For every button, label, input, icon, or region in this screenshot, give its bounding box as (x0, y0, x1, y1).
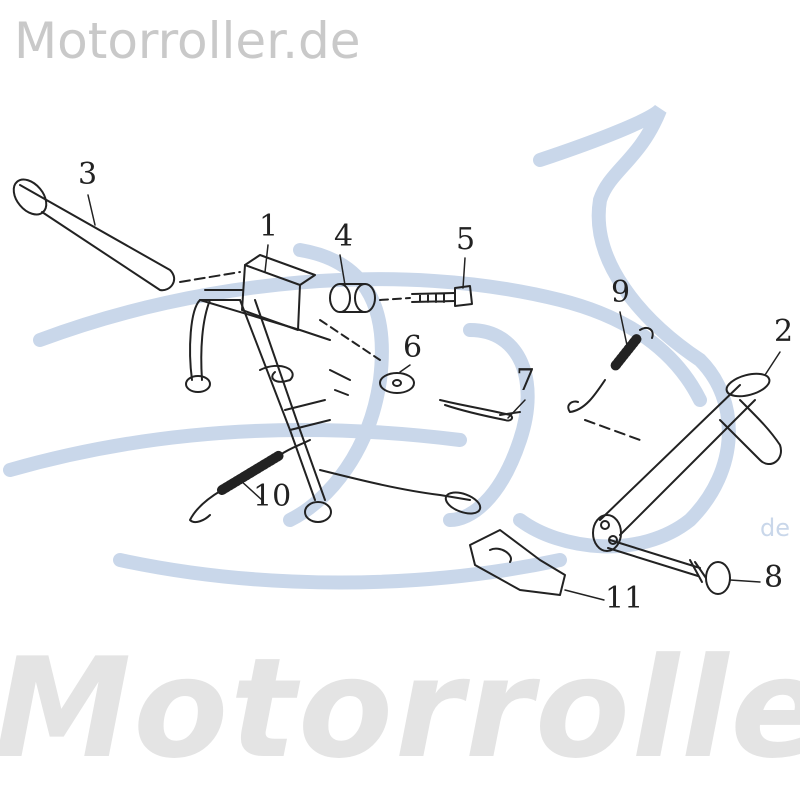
watermark-top: Motorroller.de (14, 12, 361, 70)
part-number-3: 3 (78, 157, 98, 192)
part-9-spring (567, 327, 654, 441)
part-number-10: 10 (253, 479, 292, 514)
part-number-5: 5 (456, 222, 476, 257)
part-number-8: 8 (764, 560, 784, 595)
part-1-main-stand (185, 254, 482, 523)
part-7-cotter-pin (439, 399, 521, 422)
part-number-1: 1 (259, 209, 279, 244)
part-6-washer (319, 319, 415, 394)
leader-lines (87, 194, 781, 601)
watermark-bottom: Motorroller (0, 628, 800, 789)
part-number-2: 2 (774, 314, 794, 349)
part-2-side-stand (592, 372, 782, 552)
part-11-plate (469, 529, 566, 596)
part-4-bushing (329, 283, 411, 313)
part-number-9: 9 (611, 275, 631, 310)
part-number-4: 4 (334, 219, 354, 254)
part-5-bolt (411, 285, 473, 307)
part-number-7: 7 (516, 363, 536, 398)
part-number-11: 11 (605, 581, 644, 616)
watermark-de: de (760, 514, 790, 542)
part-number-6: 6 (403, 330, 423, 365)
part-10-spring (189, 439, 311, 524)
part-8-pivot-bolt (607, 539, 731, 595)
part-3-pin (12, 178, 241, 292)
